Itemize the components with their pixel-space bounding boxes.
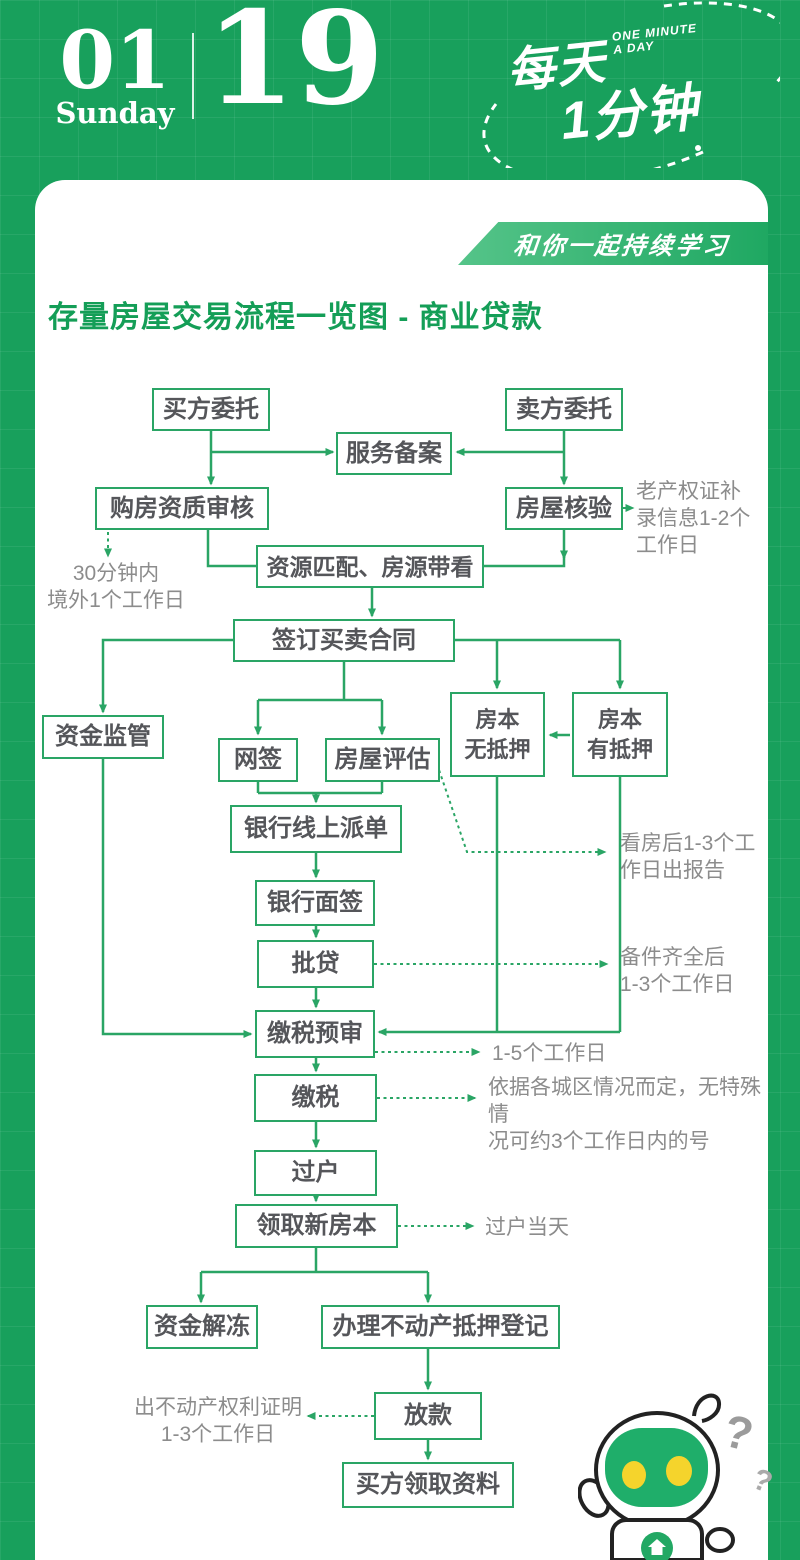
node-fund-unfreeze: 资金解冻 [146,1305,258,1349]
node-deed-with-mortgage: 房本 有抵押 [572,692,668,777]
note-old-deed: 老产权证补 录信息1-2个 工作日 [636,480,751,557]
node-loan-approval: 批贷 [257,940,374,988]
slogan-ribbon-text: 和你一起持续学习 [512,233,732,260]
slogan-ribbon: 和你一起持续学习 [458,222,768,265]
mascot-antenna-icon [692,1393,722,1423]
node-ownership-transfer: 过户 [254,1150,377,1196]
node-buyer-entrust: 买方委托 [152,388,270,431]
mascot-house-icon [648,1539,666,1555]
node-loan-disbursement: 放款 [374,1392,482,1440]
node-fund-supervision: 资金监管 [42,715,164,759]
calendar-weekday: Sunday [55,96,175,130]
node-buyer-collect-materials: 买方领取资料 [342,1462,514,1508]
robot-mascot: ? ? [577,1388,788,1560]
node-resource-matching: 资源匹配、房源带看 [256,545,484,588]
calendar-day: 19 [205,0,385,134]
one-minute-a-day-logo: 每天 ONE MINUTE A DAY 1分钟 [468,0,795,182]
node-seller-entrust: 卖方委托 [505,388,623,431]
node-house-appraisal: 房屋评估 [325,738,440,782]
calendar-month: 01 [59,13,171,107]
mascot-eye-right-icon [666,1456,692,1486]
node-tax-payment: 缴税 [254,1074,377,1122]
mascot-arm-right-icon [705,1527,735,1553]
node-bank-online-dispatch: 银行线上派单 [230,805,402,853]
note-30min: 30分钟内 境外1个工作日 [47,562,185,612]
note-transfer-day: 过户当天 [485,1216,569,1239]
page-title: 存量房屋交易流程一览图 - 商业贷款 [48,301,543,334]
node-online-signing: 网签 [218,738,298,782]
node-house-verification: 房屋核验 [505,487,623,530]
mascot-face-icon [605,1428,708,1507]
node-sign-sales-contract: 签订买卖合同 [233,619,455,662]
node-deed-no-mortgage: 房本 无抵押 [450,692,545,777]
node-tax-pre-review: 缴税预审 [255,1010,375,1058]
note-cert-days: 出不动产权利证明 1-3个工作日 [134,1396,302,1446]
question-mark-small-icon: ? [748,1462,777,1499]
note-approval-days: 备件齐全后 1-3个工作日 [620,946,735,996]
node-buyer-qualification-review: 购房资质审核 [95,487,269,530]
note-1-5-days: 1-5个工作日 [492,1042,607,1065]
header-divider [192,33,194,119]
logo-text-1fenzhong: 1分钟 [557,78,703,152]
note-tax-days: 依据各城区情况而定，无特殊情 况可约3个工作日内的号 [488,1076,761,1153]
mascot-eye-left-icon [622,1461,646,1489]
node-service-filing: 服务备案 [336,432,452,475]
question-mark-large-icon: ? [719,1404,759,1461]
node-bank-interview: 银行面签 [255,880,375,926]
node-mortgage-registration: 办理不动产抵押登记 [321,1305,560,1349]
note-appraisal-report: 看房后1-3个工 作日出报告 [620,832,756,882]
node-collect-new-deed: 领取新房本 [235,1204,398,1248]
